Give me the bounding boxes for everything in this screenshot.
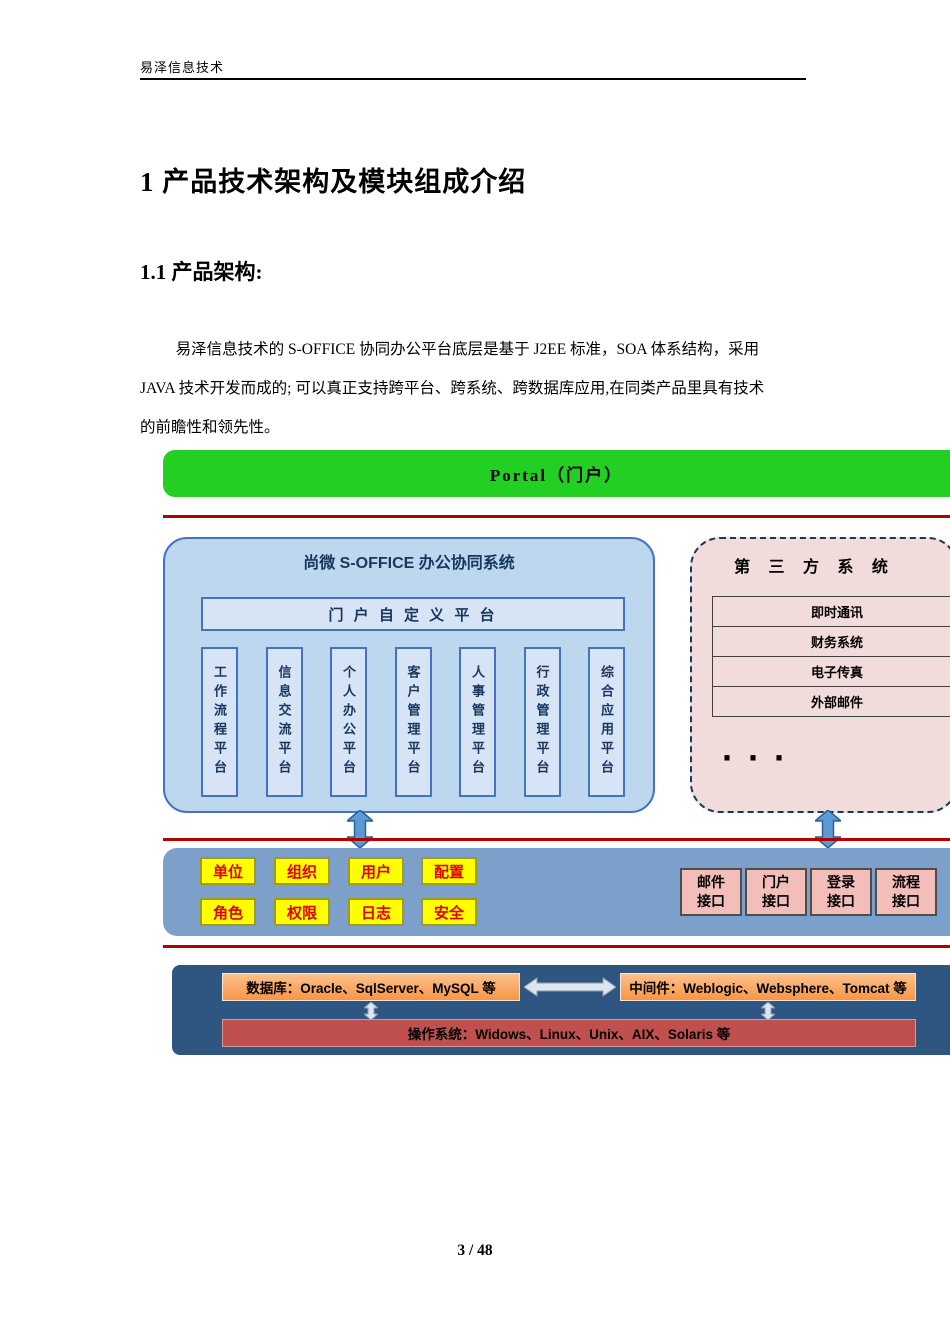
- third-party-item: 财务系统: [712, 626, 950, 657]
- footer-page: 3: [457, 1242, 466, 1259]
- architecture-diagram: Portal（门户） 尚微 S-OFFICE 办公协同系统 门 户 自 定 义 …: [163, 450, 950, 1070]
- double-arrow-icon: [347, 810, 373, 848]
- module-box: 人事管理平台: [459, 647, 496, 797]
- yellow-module: 配置: [421, 857, 477, 885]
- module-box: 行政管理平台: [523, 647, 561, 797]
- yellow-module: 安全: [421, 898, 477, 926]
- module-label: 综合应用平台: [599, 665, 614, 779]
- page-number-footer: 3 / 48: [0, 1242, 950, 1260]
- module-label: 人事管理平台: [470, 665, 485, 779]
- module-label: 行政管理平台: [534, 665, 550, 779]
- portal-bar: Portal（门户）: [163, 450, 950, 497]
- third-party-system-box: 第 三 方 系 统 即时通讯 财务系统 电子传真 外部邮件 ···: [690, 537, 950, 813]
- footer-total: 48: [477, 1242, 493, 1259]
- interface-box: 邮件接口: [680, 868, 742, 916]
- third-party-list: 即时通讯 财务系统 电子传真 外部邮件: [712, 596, 950, 717]
- interface-box: 流程接口: [875, 868, 937, 916]
- module-label: 工作流程平台: [212, 665, 227, 779]
- yellow-module: 用户: [348, 857, 404, 885]
- module-row: 工作流程平台 信息交流平台 个人办公平台 客户管理平台 人事管理平台 行政管理平…: [201, 647, 625, 797]
- red-separator-line: [163, 838, 950, 841]
- module-box: 工作流程平台: [201, 647, 238, 797]
- yellow-module: 日志: [348, 898, 404, 926]
- heading-1: 1 产品技术架构及模块组成介绍: [140, 167, 527, 197]
- soffice-system-box: 尚微 S-OFFICE 办公协同系统 门 户 自 定 义 平 台 工作流程平台 …: [163, 537, 655, 813]
- document-header: 易泽信息技术: [140, 60, 225, 75]
- operating-system-box: 操作系统：Widows、Linux、Unix、AIX、Solaris 等: [222, 1019, 916, 1047]
- yellow-module: 角色: [200, 898, 256, 926]
- red-separator-line: [163, 515, 950, 518]
- soffice-system-title: 尚微 S-OFFICE 办公协同系统: [303, 555, 515, 572]
- paragraph-line: 易泽信息技术的 S-OFFICE 协同办公平台底层是基于 J2EE 标准，SOA…: [175, 341, 760, 358]
- vertical-double-arrow-icon: [761, 1002, 775, 1020]
- heading-1-1: 1.1 产品架构:: [140, 260, 263, 284]
- horizontal-double-arrow-icon: [524, 977, 616, 997]
- portal-custom-platform-box: 门 户 自 定 义 平 台: [201, 597, 625, 631]
- interface-label: 登录接口: [826, 874, 855, 909]
- interface-label: 邮件接口: [696, 874, 725, 909]
- third-party-item: 外部邮件: [712, 686, 950, 717]
- infrastructure-bar: 数据库：Oracle、SqlServer、MySQL 等 中间件：Weblogi…: [172, 965, 950, 1055]
- module-label: 客户管理平台: [405, 665, 421, 779]
- module-box: 客户管理平台: [394, 647, 432, 797]
- third-party-item: 即时通讯: [712, 596, 950, 627]
- module-label: 个人办公平台: [341, 665, 356, 779]
- double-arrow-icon: [815, 810, 841, 848]
- interface-box: 门户接口: [745, 868, 807, 916]
- interface-label: 门户接口: [761, 874, 790, 909]
- module-box: 综合应用平台: [588, 647, 625, 797]
- paragraph-line: JAVA 技术开发而成的; 可以真正支持跨平台、跨系统、跨数据库应用,在同类产品…: [140, 380, 765, 397]
- vertical-double-arrow-icon: [364, 1002, 378, 1020]
- interface-label: 流程接口: [891, 874, 920, 909]
- yellow-module: 单位: [200, 857, 256, 885]
- third-party-item: 电子传真: [712, 656, 950, 687]
- footer-separator: /: [465, 1242, 478, 1259]
- base-platform-bar: 单位 组织 用户 配置 角色 权限 日志 安全 邮件接口 门户接口 登录接口 流…: [163, 848, 950, 936]
- intro-paragraph: 易泽信息技术的 S-OFFICE 协同办公平台底层是基于 J2EE 标准，SOA…: [140, 330, 830, 447]
- yellow-module: 组织: [274, 857, 330, 885]
- ellipsis-dots: ···: [722, 737, 800, 778]
- yellow-module: 权限: [274, 898, 330, 926]
- module-box: 个人办公平台: [330, 647, 367, 797]
- header-rule: [140, 78, 806, 80]
- paragraph-line: 的前瞻性和领先性。: [140, 419, 280, 436]
- middleware-box: 中间件：Weblogic、Websphere、Tomcat 等: [620, 973, 916, 1001]
- database-box: 数据库：Oracle、SqlServer、MySQL 等: [222, 973, 520, 1001]
- module-box: 信息交流平台: [265, 647, 303, 797]
- third-party-title: 第 三 方 系 统: [734, 559, 895, 576]
- red-separator-line: [163, 945, 950, 948]
- interface-box: 登录接口: [810, 868, 872, 916]
- module-label: 信息交流平台: [276, 665, 292, 779]
